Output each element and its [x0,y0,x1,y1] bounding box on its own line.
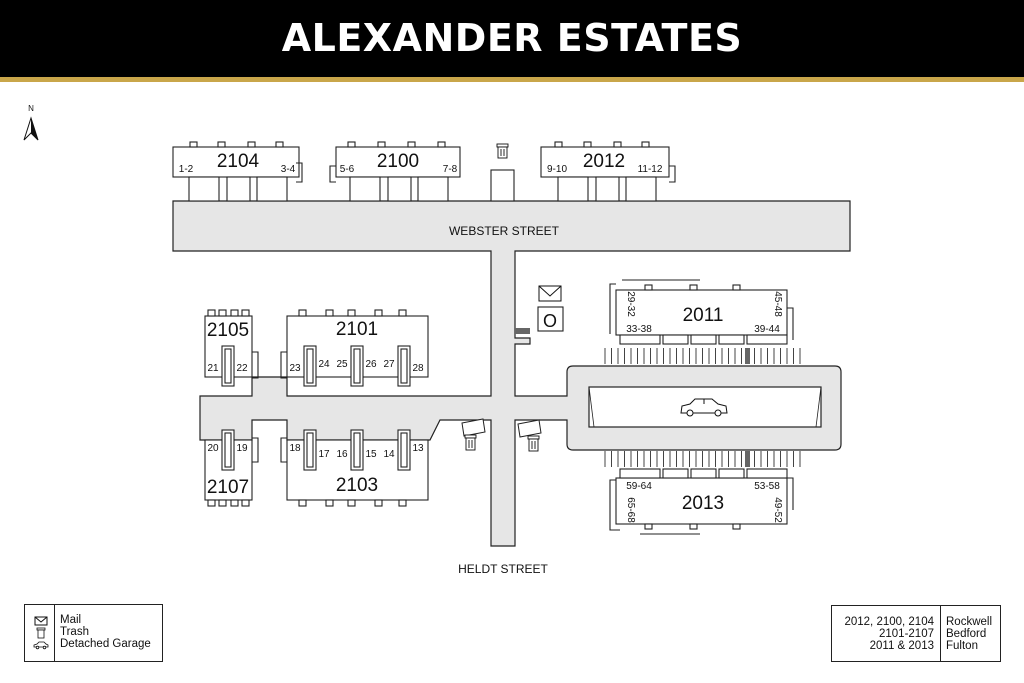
key-buildings: 2101-2107 [879,628,934,640]
building-2101-name: 2101 [336,319,378,340]
unit-label: 5-6 [340,164,355,175]
building-2103-name: 2103 [336,475,378,496]
trash-icon [527,435,540,452]
parking-stalls-south [604,451,801,467]
building-2013 [609,468,794,535]
building-style-key: 2012, 2100, 2104 2101-2107 2011 & 2013 R… [831,605,1001,662]
unit-label: 28 [412,363,424,374]
unit-label: 24 [318,359,330,370]
building-2107 [204,429,259,507]
key-divider [940,606,941,661]
mail-icon [538,285,562,302]
stall-marker [745,451,750,467]
unit-label: 33-38 [626,324,652,335]
legend-garage: Detached Garage [60,638,151,650]
header-bar [0,0,1024,77]
unit-label: 45-48 [772,291,783,317]
garage-marker [515,328,530,334]
unit-label: 22 [236,363,248,374]
header-stripe [0,77,1024,82]
unit-label: 53-58 [754,481,780,492]
trash-enclosure [490,169,515,202]
trash-icon [464,434,477,451]
building-2100 [329,141,461,202]
unit-label: 65-68 [625,497,636,523]
unit-label: 9-10 [547,164,567,175]
building-2011-name: 2011 [683,305,724,326]
building-2107-name: 2107 [207,477,249,498]
unit-label: 25 [336,359,348,370]
office-label: O [543,311,557,331]
unit-label: 59-64 [626,481,652,492]
trash-enclosure-west [461,418,486,437]
building-2011 [609,279,794,345]
north-label: N [28,104,34,113]
car-icon [680,398,728,417]
unit-label: 19 [236,443,248,454]
legend-divider [54,605,55,661]
stall-marker [745,348,750,364]
key-buildings: 2012, 2100, 2104 [844,616,934,628]
key-style: Bedford [946,628,987,640]
building-2104 [172,141,303,202]
building-2100-name: 2100 [377,151,419,172]
unit-label: 15 [365,449,377,460]
trash-icon [36,627,46,639]
unit-label: 16 [336,449,348,460]
unit-label: 3-4 [281,164,296,175]
key-style: Rockwell [946,616,993,628]
unit-label: 26 [365,359,377,370]
unit-label: 49-52 [772,497,783,523]
building-2105 [204,309,259,387]
heldt-street-label: HELDT STREET [458,562,548,576]
building-2104-name: 2104 [217,151,260,172]
car-icon [33,641,49,650]
legend-mail: Mail [60,614,82,626]
building-2012-name: 2012 [583,151,625,172]
key-buildings: 2011 & 2013 [869,640,934,652]
office-building [537,306,564,332]
webster-street-label: WEBSTER STREET [449,224,560,238]
unit-label: 27 [383,359,395,370]
map-legend: Mail Trash Detached Garage [24,604,163,662]
unit-label: 21 [207,363,219,374]
building-2101 [280,309,429,387]
building-2103 [280,429,429,507]
unit-label: 11-12 [638,164,663,175]
unit-label: 20 [207,443,219,454]
unit-label: 23 [289,363,301,374]
unit-label: 7-8 [443,164,458,175]
key-style: Fulton [946,640,978,652]
north-arrow-icon [23,116,39,141]
unit-label: 29-32 [625,291,636,317]
unit-label: 14 [383,449,395,460]
trash-icon [496,143,509,159]
legend-trash: Trash [60,626,89,638]
unit-label: 39-44 [754,324,780,335]
webster-street-road [172,200,851,547]
roads [172,200,851,547]
unit-label: 18 [289,443,301,454]
mail-icon [34,616,48,626]
building-2012 [540,141,676,202]
building-2013-name: 2013 [682,493,724,514]
building-2105-name: 2105 [207,320,249,341]
trash-enclosure-east [517,419,542,438]
unit-label: 13 [412,443,424,454]
parking-stalls-north [604,348,801,364]
unit-label: 17 [318,449,330,460]
unit-label: 1-2 [179,164,194,175]
page-title: ALEXANDER ESTATES [281,16,743,60]
